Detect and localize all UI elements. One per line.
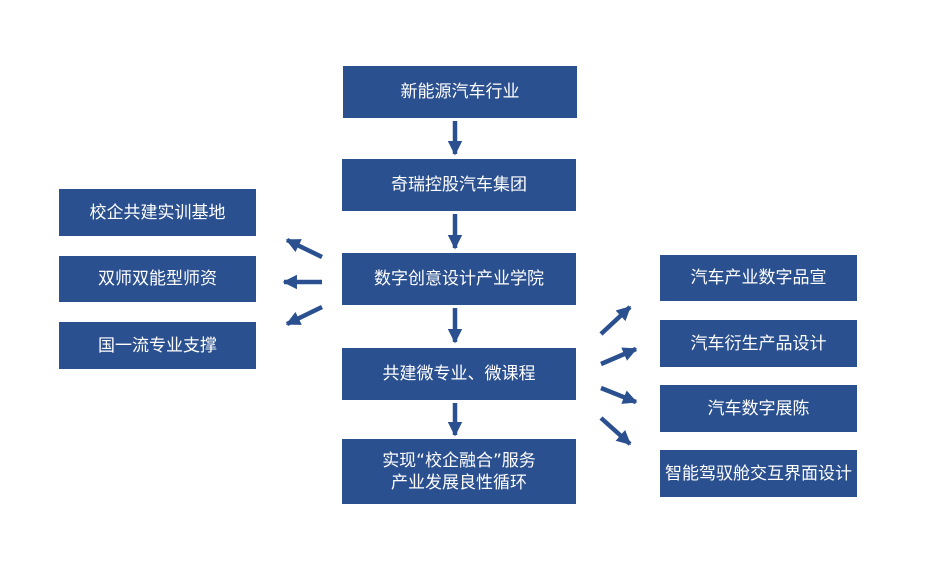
box-label: 双师双能型师资 [98,269,217,289]
arrow-icon [599,305,632,336]
box-integration-cycle: 实现“校企融合”服务 产业发展良性循环 [342,439,576,504]
arrow-icon [285,237,323,260]
box-label-line-2: 产业发展良性循环 [391,472,527,493]
box-label: 奇瑞控股汽车集团 [391,175,527,195]
box-micro-majors: 共建微专业、微课程 [342,348,576,400]
arrow-icon [599,416,632,446]
box-label: 共建微专业、微课程 [382,364,536,384]
box-label-line-1: 实现“校企融合”服务 [382,450,536,471]
box-label: 汽车数字展陈 [707,398,810,419]
arrow-icon [600,385,638,405]
arrow-icon [600,346,638,367]
box-dual-teachers: 双师双能型师资 [59,256,256,302]
box-label: 校企共建实训基地 [89,202,226,223]
box-digital-exhibition: 汽车数字展陈 [660,385,857,432]
box-label: 数字创意设计产业学院 [374,269,544,289]
box-digital-creative-college: 数字创意设计产业学院 [342,253,576,305]
box-derivative-design: 汽车衍生产品设计 [660,320,857,367]
box-label: 国一流专业支撑 [98,335,217,356]
box-label: 汽车衍生产品设计 [690,333,827,354]
box-chery-group: 奇瑞控股汽车集团 [342,159,576,211]
box-digital-promo: 汽车产业数字品宣 [660,255,857,301]
box-label: 汽车产业数字品宣 [690,268,827,288]
box-new-energy-industry: 新能源汽车行业 [343,66,577,118]
arrow-icon [285,304,323,327]
box-major-support: 国一流专业支撑 [59,322,256,369]
box-cockpit-ui-design: 智能驾驭舱交互界面设计 [660,450,857,497]
box-label: 新能源汽车行业 [400,82,520,102]
box-training-base: 校企共建实训基地 [59,189,256,236]
box-label: 智能驾驭舱交互界面设计 [665,463,852,484]
